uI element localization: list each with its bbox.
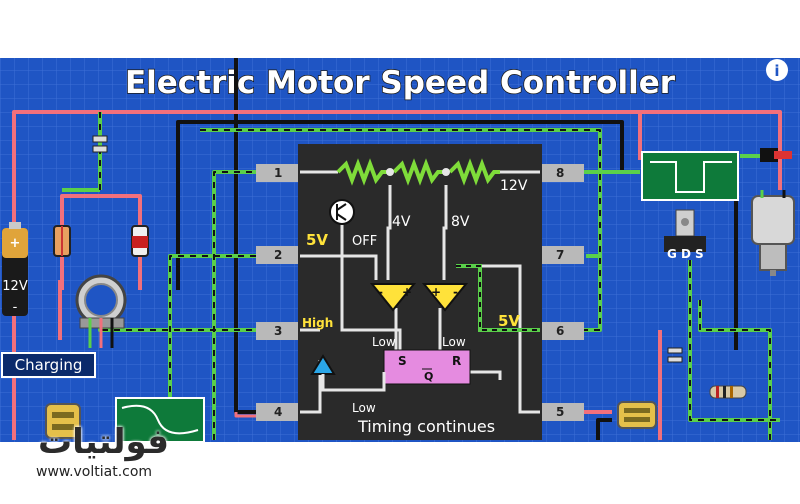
capacitor-right	[667, 347, 683, 363]
battery-plus: +	[10, 236, 21, 251]
label-5v-left: 5V	[306, 231, 328, 249]
oscilloscope-left	[115, 397, 205, 443]
wire-black-bottom	[596, 418, 612, 440]
watermark-arabic: فولتيات	[38, 422, 170, 462]
fuse	[53, 225, 71, 257]
timer-ic: 1 2 3 4 8 7 6 5	[256, 144, 584, 440]
label-low-right: Low	[442, 335, 466, 349]
battery-minus: -	[13, 300, 18, 315]
resistor-divider	[336, 158, 500, 186]
diode	[131, 225, 149, 257]
label-low-bottom: Low	[352, 401, 376, 415]
label-off: OFF	[352, 234, 377, 249]
svg-text:+: +	[402, 285, 412, 299]
capacitor-top	[92, 135, 108, 153]
mosfet-g: G	[667, 247, 677, 261]
discharge-transistor	[329, 199, 355, 225]
battery: + 12V -	[2, 222, 28, 316]
label-8v: 8V	[451, 214, 470, 230]
label-5v-right: 5V	[498, 312, 520, 330]
pin-1: 1	[274, 166, 282, 180]
label-high: High	[302, 316, 333, 330]
label-low-left: Low	[372, 335, 396, 349]
wire-pink-right	[640, 110, 782, 190]
label-12v: 12V	[500, 178, 528, 194]
pin-4: 4	[274, 405, 282, 419]
oscilloscope-right	[641, 151, 739, 201]
connector-bottom-left	[45, 403, 81, 439]
comparator-left: - +	[369, 283, 417, 312]
sr-flipflop: S R Q	[383, 349, 471, 385]
label-4v: 4V	[392, 214, 411, 230]
svg-text:R: R	[452, 354, 461, 368]
svg-text:S: S	[398, 354, 407, 368]
ic-pins-right: 8 7 6 5	[542, 164, 584, 421]
svg-text:-: -	[378, 285, 383, 299]
pin-7: 7	[556, 248, 564, 262]
svg-text:Q: Q	[424, 370, 433, 383]
pin-5: 5	[556, 405, 564, 419]
wire-black-top	[176, 120, 624, 290]
battery-voltage: 12V	[2, 279, 28, 294]
dc-motor	[751, 148, 795, 276]
connector-bottom-right	[617, 401, 657, 429]
label-timing: Timing continues	[357, 417, 495, 436]
svg-text:-: -	[453, 285, 458, 299]
svg-text:+: +	[431, 285, 441, 299]
diagram-title: Electric Motor Speed Controller	[125, 65, 676, 101]
mosfet-d: D	[681, 247, 691, 261]
potentiometer[interactable]	[75, 274, 127, 348]
wire-pink-top	[12, 110, 600, 440]
output-buffer	[310, 354, 386, 392]
info-icon[interactable]: i	[766, 59, 788, 81]
mosfet-s: S	[695, 247, 704, 261]
comparator-right: + -	[421, 283, 469, 312]
pin-8: 8	[556, 166, 564, 180]
ic-pins-left: 1 2 3 4	[256, 164, 298, 421]
pin-6: 6	[556, 324, 564, 338]
pin-3: 3	[274, 324, 282, 338]
resistor-right	[709, 385, 747, 399]
pin-2: 2	[274, 248, 282, 262]
mosfet: G D S	[664, 209, 706, 261]
svg-text:i: i	[774, 62, 779, 80]
watermark-url: www.voltiat.com	[36, 464, 153, 480]
charging-label: Charging	[1, 352, 96, 378]
